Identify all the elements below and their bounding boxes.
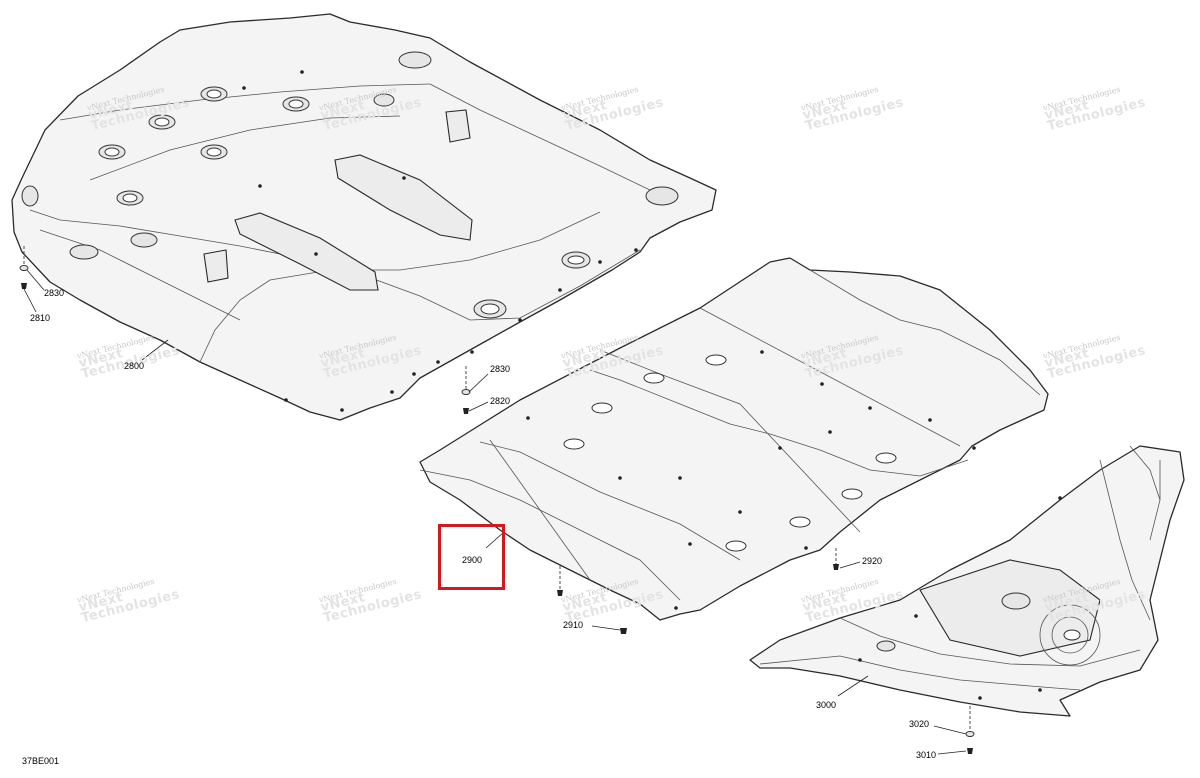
figure-code: 37BE001 [22, 756, 60, 766]
callout-2800[interactable]: 2800 [124, 361, 145, 371]
callout-2830-lower[interactable]: 2830 [490, 364, 511, 374]
leaders-3000 [837, 675, 975, 755]
callout-3000[interactable]: 3000 [816, 700, 837, 710]
callout-2910[interactable]: 2910 [563, 620, 584, 630]
skid-plate-3000 [749, 445, 1185, 717]
callout-2820[interactable]: 2820 [490, 396, 511, 406]
callout-2810[interactable]: 2810 [30, 313, 51, 323]
floor-plate-2900 [419, 257, 1049, 621]
callout-2920[interactable]: 2920 [862, 556, 883, 566]
callout-2900[interactable]: 2900 [462, 555, 483, 565]
callout-2830-upper[interactable]: 2830 [44, 288, 65, 298]
leaders-2800 [19, 246, 489, 414]
callout-3010[interactable]: 3010 [916, 750, 937, 760]
selected-part-highlight [438, 524, 505, 590]
callout-3020[interactable]: 3020 [909, 719, 930, 729]
leaders-2900 [485, 531, 861, 634]
skid-plate-2800 [11, 13, 717, 421]
